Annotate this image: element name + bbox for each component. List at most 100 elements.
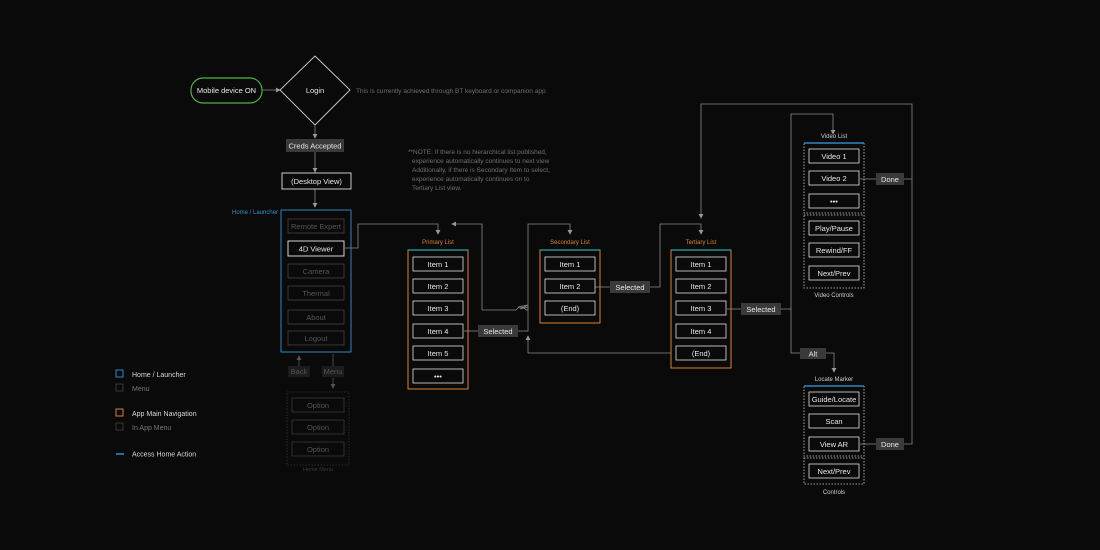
primary-item-5[interactable]: Item 5: [412, 345, 464, 361]
video-control-next-prev[interactable]: Next/Prev: [808, 265, 860, 281]
video-item-more[interactable]: •••: [808, 193, 860, 209]
list-item-label: Item 2: [428, 282, 449, 291]
list-item-label: Item 4: [691, 327, 712, 336]
video-item-1[interactable]: Video 1: [808, 148, 860, 164]
desktop-view-label: (Desktop View): [291, 177, 342, 186]
locate-controls-caption: Controls: [823, 490, 845, 496]
mobile-device-on-label: Mobile device ON: [197, 86, 256, 95]
primary-item-more[interactable]: •••: [412, 368, 464, 384]
list-item-label: Item 2: [691, 282, 712, 291]
list-item-label: Video 1: [821, 152, 846, 161]
selected-label: Selected: [483, 327, 512, 336]
menu-action[interactable]: Menu: [322, 366, 344, 377]
tertiary-list-caption: Tertiary List: [686, 240, 717, 246]
list-item-label: Item 2: [560, 282, 581, 291]
tertiary-item-end[interactable]: (End): [675, 345, 727, 361]
option-label: Option: [307, 445, 329, 454]
login-note: This is currently achieved through BT ke…: [356, 88, 546, 95]
video-controls-panel: [803, 214, 865, 289]
primary-item-2[interactable]: Item 2: [412, 278, 464, 294]
primary-item-1[interactable]: Item 1: [412, 256, 464, 272]
video-control-play-pause[interactable]: Play/Pause: [808, 220, 860, 236]
video-item-2[interactable]: Video 2: [808, 170, 860, 186]
selected-label: Selected: [615, 283, 644, 292]
home-menu-option[interactable]: Option: [291, 419, 345, 435]
note-line: Additionally, if there is Secondary Item…: [412, 167, 550, 174]
secondary-list-caption: Secondary List: [550, 240, 590, 246]
alt-label: Alt: [809, 350, 819, 359]
legend-app-nav-label: App Main Navigation: [132, 411, 197, 418]
home-item-label: Logout: [305, 334, 329, 343]
list-item-label: Item 4: [428, 327, 449, 336]
home-item-label: Thermal: [302, 289, 330, 298]
connectors: [262, 87, 913, 445]
home-item-label: About: [306, 313, 327, 322]
locate-item-scan[interactable]: Scan: [808, 413, 860, 429]
tertiary-selected-tag: Selected: [741, 303, 781, 315]
tertiary-item-3[interactable]: Item 3: [675, 300, 727, 316]
selected-label: Selected: [746, 305, 775, 314]
list-item-label: Item 3: [428, 304, 449, 313]
video-done-tag[interactable]: Done: [876, 173, 904, 185]
list-item-label: Item 3: [691, 304, 712, 313]
tertiary-item-1[interactable]: Item 1: [675, 256, 727, 272]
primary-list-caption: Primary List: [422, 240, 454, 246]
list-item-label: Guide/Locate: [812, 395, 857, 404]
secondary-item-2[interactable]: Item 2: [544, 278, 596, 294]
mobile-device-on-node: Mobile device ON: [190, 77, 263, 104]
home-menu-option[interactable]: Option: [291, 441, 345, 457]
note-line: **NOTE: If there is no hierarchical list…: [408, 149, 547, 156]
secondary-item-1[interactable]: Item 1: [544, 256, 596, 272]
legend-app-nav-swatch: [115, 408, 124, 417]
tertiary-item-4[interactable]: Item 4: [675, 323, 727, 339]
control-label: Next/Prev: [818, 467, 851, 476]
locate-done-tag[interactable]: Done: [876, 438, 904, 450]
list-item-label: View AR: [820, 440, 849, 449]
done-label: Done: [881, 175, 899, 184]
creds-accepted-label: Creds Accepted: [289, 142, 342, 151]
hierarchy-note: **NOTE: If there is no hierarchical list…: [408, 149, 550, 192]
legend-menu-swatch: [115, 383, 124, 392]
control-label: Play/Pause: [815, 224, 853, 233]
option-label: Option: [307, 401, 329, 410]
list-item-label: Item 1: [428, 260, 449, 269]
legend-menu-label: Menu: [132, 386, 150, 393]
primary-item-3[interactable]: Item 3: [412, 300, 464, 316]
secondary-selected-tag: Selected: [610, 281, 650, 293]
list-item-label: Video 2: [821, 174, 846, 183]
login-label: Login: [306, 86, 324, 95]
home-item-4d-viewer[interactable]: 4D Viewer: [287, 240, 345, 257]
list-item-label: Scan: [825, 417, 842, 426]
home-item-thermal[interactable]: Thermal: [287, 285, 345, 301]
list-item-label: (End): [561, 304, 580, 313]
note-line: Tertiary List view.: [412, 185, 462, 192]
home-menu-caption: Home Menu: [303, 467, 333, 473]
list-item-label: Item 1: [691, 260, 712, 269]
home-menu-option[interactable]: Option: [291, 397, 345, 413]
legend: Home / Launcher Menu App Main Navigation…: [115, 369, 197, 459]
locate-item-view-ar[interactable]: View AR: [808, 436, 860, 452]
list-item-label: Item 1: [560, 260, 581, 269]
legend-access-home-label: Access Home Action: [132, 452, 196, 459]
home-item-label: Remote Expert: [291, 222, 342, 231]
legend-in-app-swatch: [115, 422, 124, 431]
home-item-camera[interactable]: Camera: [287, 263, 345, 279]
primary-item-4[interactable]: Item 4: [412, 323, 464, 339]
secondary-item-end[interactable]: (End): [544, 300, 596, 316]
home-item-logout[interactable]: Logout: [287, 330, 345, 346]
locate-item-guide[interactable]: Guide/Locate: [808, 391, 860, 407]
home-item-about[interactable]: About: [287, 309, 345, 325]
locate-control-next-prev[interactable]: Next/Prev: [808, 463, 860, 479]
video-control-rewind-ff[interactable]: Rewind/FF: [808, 242, 860, 258]
note-line: experience automatically continues on to: [412, 176, 530, 183]
home-item-label: 4D Viewer: [299, 245, 334, 254]
alt-tag: Alt: [800, 348, 826, 359]
tertiary-item-2[interactable]: Item 2: [675, 278, 727, 294]
back-action[interactable]: Back: [288, 366, 310, 377]
note-line: experience automatically continues to ne…: [412, 158, 550, 165]
home-item-remote-expert[interactable]: Remote Expert: [287, 218, 345, 234]
back-label: Back: [291, 367, 308, 376]
home-launcher-caption: Home / Launcher: [232, 210, 278, 216]
primary-selected-tag: Selected: [478, 325, 518, 337]
